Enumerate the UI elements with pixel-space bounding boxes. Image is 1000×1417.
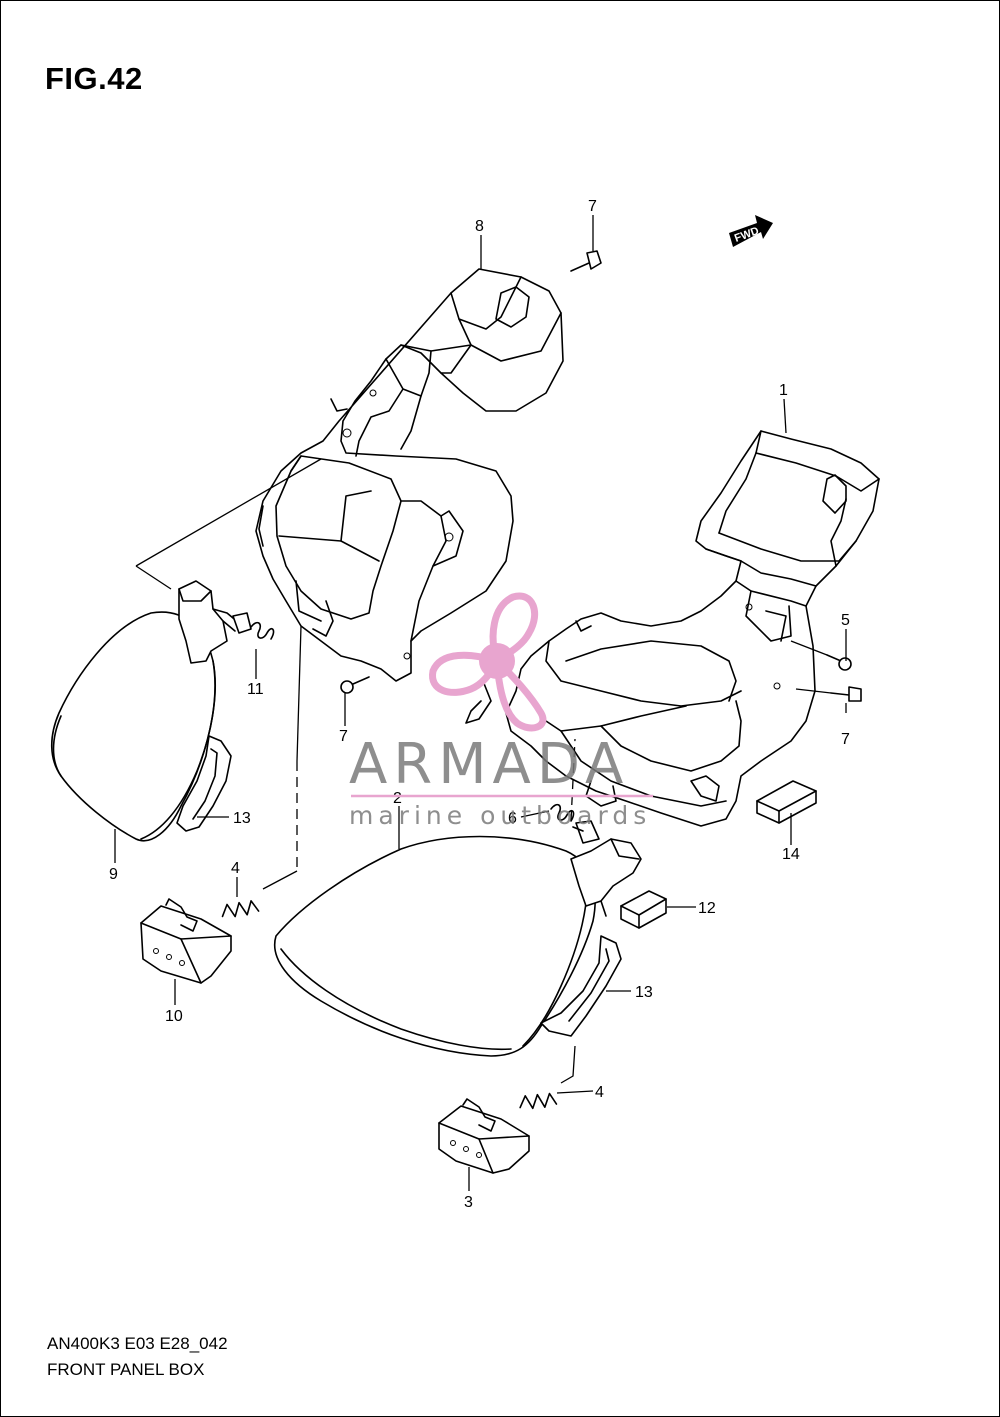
watermark-brand: ARMADA <box>349 732 629 797</box>
armada-watermark: ARMADA marine outboards <box>349 592 653 830</box>
part-4-spring-right <box>519 1092 558 1110</box>
callout-4-right: 4 <box>595 1084 604 1101</box>
part-2-right-lid <box>273 820 642 1057</box>
part-4-spring-left <box>221 900 260 918</box>
callout-8: 8 <box>475 218 484 235</box>
part-11-spring <box>250 621 275 640</box>
fwd-label: FWD <box>733 225 761 245</box>
callout-7-right: 7 <box>841 731 850 748</box>
callout-7-top: 7 <box>588 198 597 215</box>
part-7-screw-right <box>830 686 862 702</box>
callout-7-left: 7 <box>339 728 348 745</box>
part-12-cushion <box>620 890 667 929</box>
fwd-arrow-icon: FWD <box>729 215 773 247</box>
callout-5: 5 <box>841 612 850 629</box>
callout-1: 1 <box>779 382 788 399</box>
assembly-guide-lines <box>135 458 832 1084</box>
part-13-right-lid-seal <box>540 935 622 1037</box>
part-7-screw-left <box>340 676 370 694</box>
part-13-left-lid-seal <box>176 735 232 832</box>
part-9-left-lid <box>50 580 252 842</box>
model-code: AN400K3 E03 E28_042 <box>47 1334 228 1353</box>
callout-12: 12 <box>698 900 716 917</box>
callout-6: 6 <box>508 810 517 827</box>
part-1-front-panel-box <box>465 430 880 827</box>
callout-2: 2 <box>393 790 402 807</box>
part-6-spring <box>550 803 575 822</box>
propeller-hub <box>479 643 515 679</box>
callout-13-left: 13 <box>233 810 251 827</box>
callout-9: 9 <box>109 866 118 883</box>
callout-3: 3 <box>464 1194 473 1211</box>
figure-title: FIG.42 <box>45 61 143 96</box>
callout-11: 11 <box>247 681 264 698</box>
callout-leaders <box>114 215 847 1191</box>
callout-4-left: 4 <box>231 860 240 877</box>
watermark-tagline: marine outboards <box>349 801 651 830</box>
propeller-logo-icon <box>429 592 547 732</box>
callout-13-right: 13 <box>635 984 653 1001</box>
diagram-name: FRONT PANEL BOX <box>47 1360 205 1379</box>
callout-10: 10 <box>165 1008 183 1025</box>
part-5-screw <box>826 654 852 671</box>
callout-14: 14 <box>782 846 800 863</box>
part-10-latch <box>140 898 232 984</box>
part-8-left-bracket <box>255 268 564 682</box>
part-3-latch <box>438 1098 530 1174</box>
part-14-pad <box>756 780 817 824</box>
callout-labels: 8 7 1 5 7 7 11 13 9 2 6 14 4 12 10 13 4 … <box>109 198 850 1211</box>
part-7-screw-top <box>570 250 602 272</box>
